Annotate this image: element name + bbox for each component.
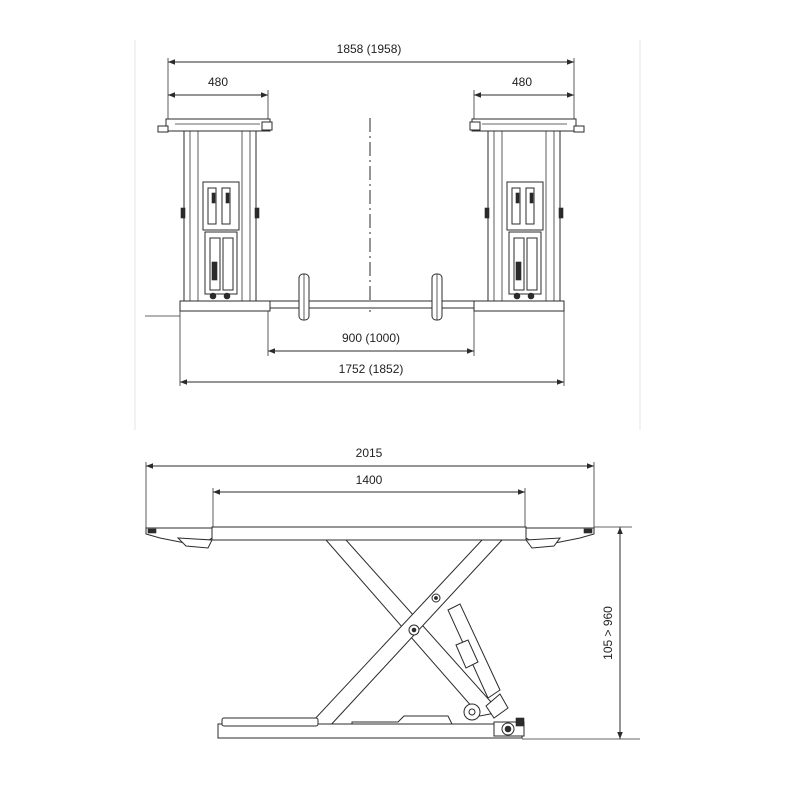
front-view: 1858 (1958) 480 480 (134, 40, 641, 430)
side-base (217, 715, 640, 740)
left-wheel (298, 273, 310, 321)
scissor-mechanism (311, 539, 509, 729)
overall-length-label: 2015 (356, 446, 383, 460)
platform-length-label: 1400 (356, 473, 383, 487)
dimension-overall-length: 2015 (145, 446, 595, 530)
base-width-label: 1752 (1852) (339, 362, 404, 376)
dimension-platform-length: 1400 (212, 473, 526, 528)
dimension-height-range: 105 > 960 (594, 526, 632, 739)
inner-gap-label: 900 (1000) (342, 331, 400, 345)
dimension-right-platform: 480 (473, 75, 574, 120)
right-lift-column (469, 118, 585, 302)
side-view: 2015 1400 (145, 446, 640, 740)
dimension-base-width: 1752 (1852) (179, 311, 565, 386)
height-range-label: 105 > 960 (601, 606, 615, 660)
left-lift-column (157, 118, 273, 302)
overall-width-label: 1858 (1958) (337, 42, 402, 56)
left-platform-width-label: 480 (208, 75, 228, 89)
dimension-overall-width: 1858 (1958) (167, 42, 575, 120)
right-platform-width-label: 480 (512, 75, 532, 89)
dimension-left-platform: 480 (168, 75, 269, 120)
dimension-inner-gap: 900 (1000) (267, 311, 475, 356)
front-base (145, 273, 565, 321)
side-platform (145, 526, 595, 549)
right-wheel (431, 273, 443, 321)
